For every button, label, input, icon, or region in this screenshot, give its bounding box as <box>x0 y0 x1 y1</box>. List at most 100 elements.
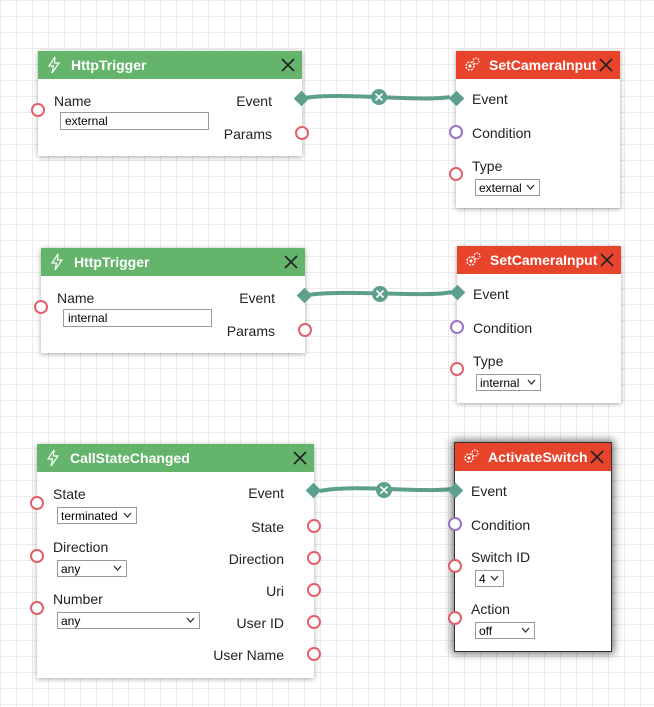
node-title: CallStateChanged <box>70 450 190 466</box>
chevron-down-icon <box>526 184 535 190</box>
close-icon[interactable] <box>598 57 614 73</box>
condition-label: Condition <box>471 517 531 533</box>
direction-select[interactable]: any <box>57 560 127 577</box>
event-output-port[interactable] <box>305 482 322 499</box>
condition-input-port[interactable] <box>450 320 464 334</box>
lightning-icon <box>50 253 64 271</box>
type-select[interactable]: external <box>475 179 540 196</box>
user-name-output-port[interactable] <box>307 647 321 661</box>
node-title: SetCameraInput <box>489 57 597 73</box>
event-output-label: Event <box>239 290 275 306</box>
user-id-output-port[interactable] <box>307 615 321 629</box>
switch-id-label: Switch ID <box>471 549 531 565</box>
event-input-port[interactable] <box>448 90 465 107</box>
switch-id-input-port[interactable] <box>448 559 462 573</box>
close-icon <box>379 485 389 495</box>
direction-output-port[interactable] <box>307 551 321 565</box>
http-trigger-node-2[interactable]: HttpTrigger Name Event Params <box>34 248 313 353</box>
http-trigger-node-1[interactable]: HttpTrigger Name Event Params <box>31 51 310 156</box>
chevron-down-icon <box>527 379 536 385</box>
user-name-output-label: User Name <box>213 647 284 663</box>
node-header[interactable]: HttpTrigger <box>38 51 302 79</box>
condition-input-port[interactable] <box>449 125 463 139</box>
state-label: State <box>53 486 86 502</box>
event-output-label: Event <box>248 485 284 501</box>
node-header[interactable]: SetCameraInput <box>456 51 620 79</box>
name-label: Name <box>54 93 92 109</box>
action-select[interactable]: off <box>475 622 535 639</box>
node-title: HttpTrigger <box>71 57 147 73</box>
event-label: Event <box>472 91 508 107</box>
switch-id-select-value: 4 <box>479 572 486 586</box>
chevron-down-icon <box>521 627 530 633</box>
condition-label: Condition <box>473 320 533 336</box>
set-camera-input-node-1[interactable]: SetCameraInput Event Condition Type exte… <box>448 51 620 208</box>
type-select[interactable]: internal <box>476 374 541 391</box>
close-icon <box>375 289 385 299</box>
direction-label: Direction <box>53 539 109 555</box>
wire-3-delete-button[interactable] <box>376 482 392 498</box>
event-label: Event <box>471 483 507 499</box>
node-header[interactable]: CallStateChanged <box>37 444 314 472</box>
event-output-port[interactable] <box>293 90 310 107</box>
direction-output-label: Direction <box>228 551 284 567</box>
state-output-port[interactable] <box>307 519 321 533</box>
node-title: ActivateSwitch <box>488 449 588 465</box>
type-select-value: external <box>479 181 522 195</box>
type-input-port[interactable] <box>449 167 463 181</box>
close-icon[interactable] <box>599 252 615 268</box>
gears-icon <box>466 252 481 266</box>
node-title: HttpTrigger <box>74 254 150 270</box>
activate-switch-node[interactable]: ActivateSwitch Event Condition Switch ID… <box>447 443 611 651</box>
state-output-label: State <box>251 519 284 535</box>
gears-icon <box>465 57 480 71</box>
state-input-port[interactable] <box>30 496 44 510</box>
action-input-port[interactable] <box>448 611 462 625</box>
close-icon[interactable] <box>280 57 296 73</box>
state-select-value: terminated <box>61 509 118 523</box>
condition-label: Condition <box>472 125 532 141</box>
uri-output-port[interactable] <box>307 583 321 597</box>
close-icon[interactable] <box>589 449 605 465</box>
close-icon[interactable] <box>283 254 299 270</box>
name-label: Name <box>57 290 95 306</box>
node-header[interactable]: ActivateSwitch <box>455 443 611 471</box>
type-input-port[interactable] <box>450 362 464 376</box>
name-input-port[interactable] <box>34 300 48 314</box>
number-select-value: any <box>61 614 81 628</box>
action-select-value: off <box>479 624 493 638</box>
close-icon[interactable] <box>292 450 308 466</box>
wire-2-delete-button[interactable] <box>372 286 388 302</box>
set-camera-input-node-2[interactable]: SetCameraInput Event Condition Type inte… <box>449 246 621 403</box>
params-output-port[interactable] <box>295 126 309 140</box>
chevron-down-icon <box>186 617 195 623</box>
chevron-down-icon <box>490 575 499 581</box>
node-header[interactable]: SetCameraInput <box>457 246 621 274</box>
wire-1-delete-button[interactable] <box>371 89 387 105</box>
event-output-label: Event <box>236 93 272 109</box>
action-label: Action <box>471 601 510 617</box>
event-output-port[interactable] <box>296 287 313 304</box>
lightning-icon <box>47 56 61 74</box>
params-output-label: Params <box>226 323 275 339</box>
close-icon <box>374 92 384 102</box>
call-state-changed-node[interactable]: CallStateChanged State terminated Direct… <box>30 444 322 678</box>
number-label: Number <box>53 591 103 607</box>
number-input-port[interactable] <box>30 601 44 615</box>
gears-icon <box>464 449 479 463</box>
params-output-port[interactable] <box>298 323 312 337</box>
name-input-port[interactable] <box>31 103 45 117</box>
lightning-icon <box>46 449 60 467</box>
event-input-port[interactable] <box>447 482 464 499</box>
condition-input-port[interactable] <box>448 517 462 531</box>
type-label: Type <box>472 158 503 174</box>
chevron-down-icon <box>113 565 122 571</box>
state-select[interactable]: terminated <box>57 507 137 524</box>
number-select[interactable]: any <box>57 612 200 629</box>
node-header[interactable]: HttpTrigger <box>41 248 305 276</box>
direction-input-port[interactable] <box>30 549 44 563</box>
switch-id-select[interactable]: 4 <box>475 570 504 587</box>
name-input[interactable] <box>63 309 212 327</box>
name-input[interactable] <box>60 112 209 130</box>
event-input-port[interactable] <box>449 284 466 301</box>
